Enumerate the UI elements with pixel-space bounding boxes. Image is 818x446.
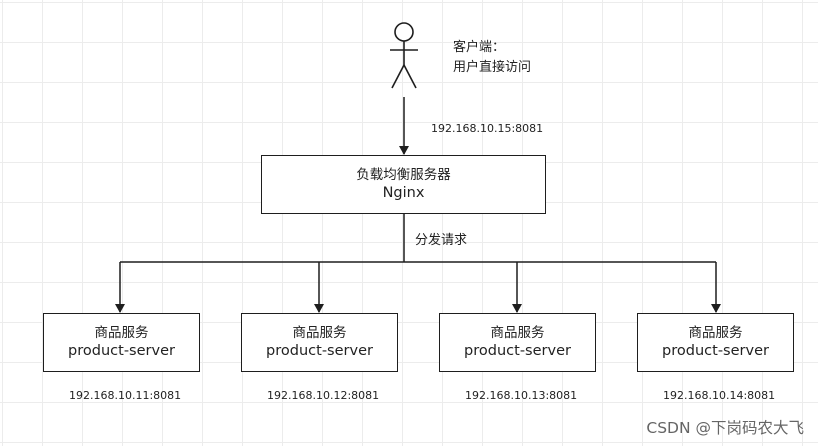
server-2-ip-label: 192.168.10.12:8081	[267, 389, 380, 402]
server-app: product-server	[464, 342, 571, 359]
server-box-1: 商品服务 product-server	[43, 313, 200, 372]
server-4-ip-label: 192.168.10.14:8081	[663, 389, 776, 402]
server-box-4: 商品服务 product-server	[637, 313, 794, 372]
client-subtitle: 用户直接访问	[453, 59, 532, 75]
server-box-3: 商品服务 product-server	[439, 313, 596, 372]
server-name: 商品服务	[292, 324, 347, 341]
server-1-ip-label: 192.168.10.11:8081	[69, 389, 182, 402]
server-box-2: 商品服务 product-server	[241, 313, 398, 372]
server-app: product-server	[662, 342, 769, 359]
watermark-text: CSDN @下岗码农大飞	[646, 419, 804, 437]
server-app: product-server	[266, 342, 373, 359]
server-name: 商品服务	[490, 324, 545, 341]
server-name: 商品服务	[94, 324, 149, 341]
client-ip-label: 192.168.10.15:8081	[431, 122, 544, 135]
load-balancer-subtitle: Nginx	[382, 184, 425, 201]
client-note: 客户端： 用户直接访问	[453, 38, 531, 77]
server-app: product-server	[68, 342, 175, 359]
server-3-ip-label: 192.168.10.13:8081	[465, 389, 578, 402]
load-balancer-title: 负载均衡服务器	[356, 166, 451, 183]
user-icon	[390, 22, 418, 89]
server-name: 商品服务	[688, 324, 743, 341]
client-title: 客户端：	[453, 40, 506, 55]
dispatch-label: 分发请求	[415, 233, 468, 248]
load-balancer-box: 负载均衡服务器 Nginx	[261, 155, 546, 214]
